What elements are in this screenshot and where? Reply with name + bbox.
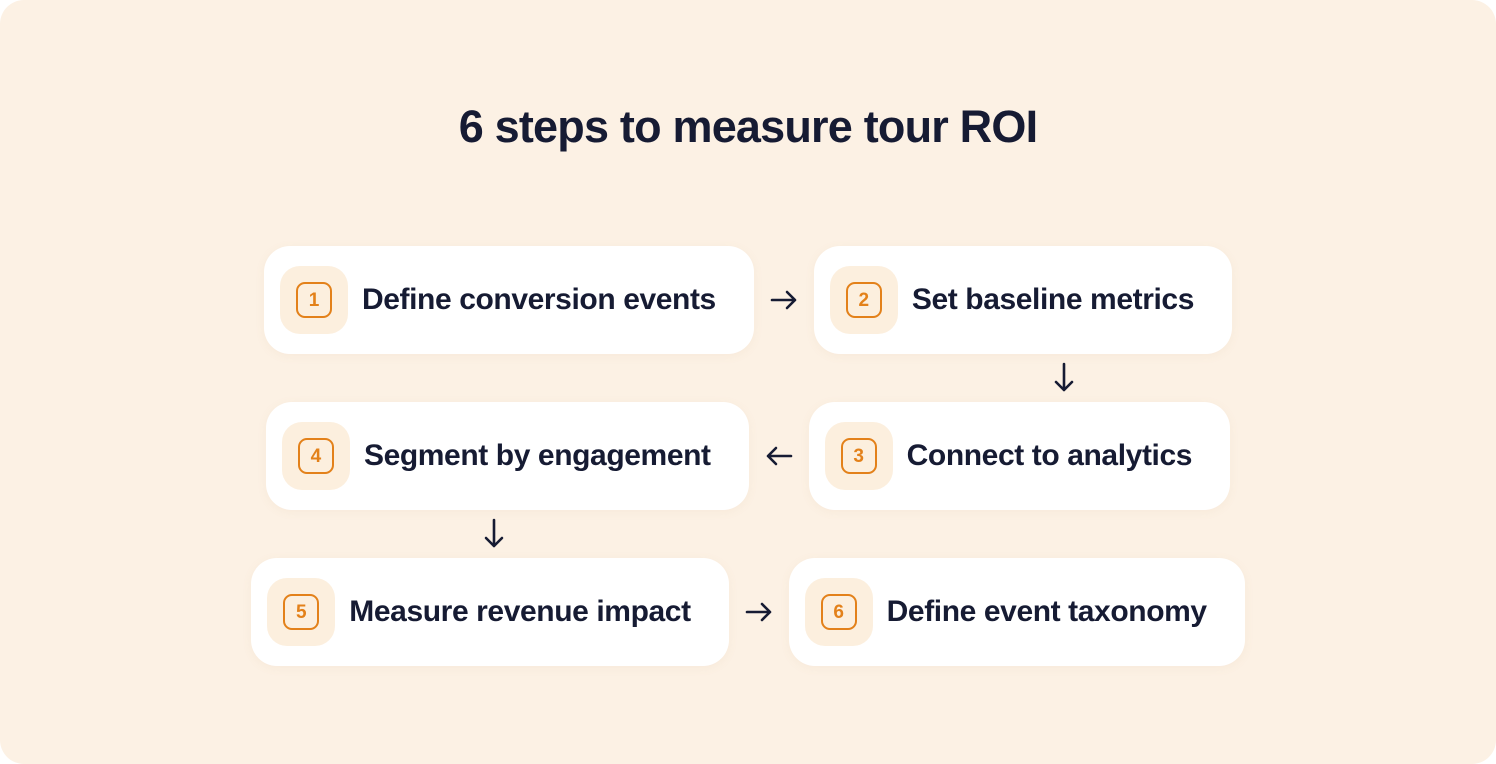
step-badge-1: 1 bbox=[279, 266, 348, 334]
step-number-1: 1 bbox=[308, 289, 320, 311]
step-number-6: 6 bbox=[833, 601, 844, 623]
steps-flow-diagram: 1 Define conversion events 2 Set baselin… bbox=[0, 246, 1496, 668]
step-card-6[interactable]: 6 Define event taxonomy bbox=[788, 558, 1245, 666]
step-label-6: Define event taxonomy bbox=[886, 595, 1207, 628]
arrow-right-icon bbox=[729, 600, 789, 624]
step-card-1[interactable]: 1 Define conversion events bbox=[263, 246, 754, 354]
number-box-icon: 5 bbox=[283, 594, 320, 630]
arrow-left-icon bbox=[749, 444, 809, 468]
step-label-4: Segment by engagement bbox=[363, 439, 711, 472]
step-label-2: Set baseline metrics bbox=[911, 283, 1195, 316]
step-badge-4: 4 bbox=[281, 422, 350, 490]
arrow-down-icon bbox=[470, 510, 518, 558]
number-box-icon: 4 bbox=[297, 438, 334, 474]
arrow-right-icon bbox=[754, 288, 814, 312]
step-number-2: 2 bbox=[858, 289, 870, 311]
page-title: 6 steps to measure tour ROI bbox=[458, 101, 1038, 152]
step-number-3: 3 bbox=[853, 445, 864, 467]
number-box-icon: 6 bbox=[820, 594, 857, 630]
step-number-4: 4 bbox=[310, 445, 322, 467]
step-badge-3: 3 bbox=[824, 422, 893, 490]
number-box-icon: 1 bbox=[295, 282, 332, 318]
number-box-icon: 2 bbox=[845, 282, 882, 318]
step-card-3[interactable]: 3 Connect to analytics bbox=[808, 402, 1231, 510]
step-badge-6: 6 bbox=[804, 578, 873, 646]
step-label-5: Measure revenue impact bbox=[349, 595, 691, 628]
flow-row-3: 5 Measure revenue impact 6 Define event … bbox=[0, 558, 1496, 666]
step-badge-2: 2 bbox=[829, 266, 898, 334]
step-label-3: Connect to analytics bbox=[906, 439, 1193, 472]
number-box-icon: 3 bbox=[840, 438, 877, 474]
step-number-5: 5 bbox=[296, 601, 307, 623]
flow-row-1: 1 Define conversion events 2 Set baselin… bbox=[0, 246, 1496, 354]
flow-row-2: 3 Connect to analytics 4 Segment by enga… bbox=[0, 402, 1496, 510]
step-card-5[interactable]: 5 Measure revenue impact bbox=[251, 558, 729, 666]
step-card-2[interactable]: 2 Set baseline metrics bbox=[813, 246, 1232, 354]
step-card-4[interactable]: 4 Segment by engagement bbox=[265, 402, 749, 510]
step-label-1: Define conversion events bbox=[361, 283, 716, 316]
step-badge-5: 5 bbox=[267, 578, 336, 646]
arrow-down-icon bbox=[1040, 354, 1088, 402]
